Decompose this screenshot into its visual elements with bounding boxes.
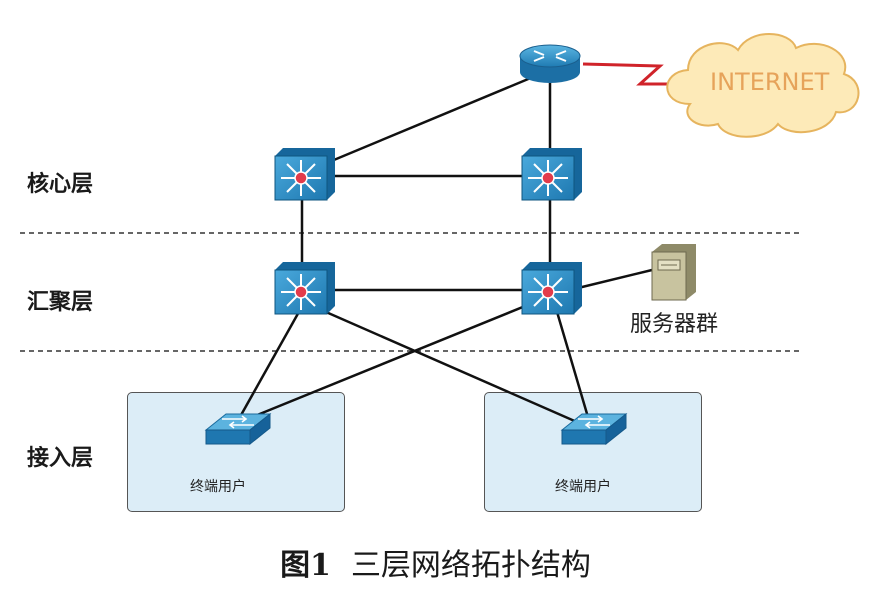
link-aggright-accessleft — [239, 298, 541, 424]
access-box-left — [127, 392, 345, 512]
server-farm-label: 服务器群 — [630, 312, 719, 337]
aggregation-switch-left-icon — [274, 262, 335, 315]
internet-label: INTERNET — [710, 68, 830, 96]
internet-cloud-icon — [666, 33, 860, 138]
core-switch-right-icon — [521, 148, 582, 201]
core-switch-left-icon — [274, 148, 335, 201]
access-switch-right-icon — [560, 412, 628, 446]
aggregation-switch-right-icon — [521, 262, 582, 315]
link-agg-server — [577, 268, 653, 290]
access-box-right — [484, 392, 702, 512]
server-icon — [651, 244, 696, 301]
link-aggleft-accessright — [309, 303, 587, 428]
router-icon — [519, 44, 581, 83]
link-aggright-accessright — [553, 304, 592, 425]
figure-caption: 图1 三层网络拓扑结构 — [0, 540, 871, 584]
access-right-label: 终端用户 — [555, 479, 611, 495]
wan-link — [582, 62, 688, 86]
layer-label-core: 核心层 — [27, 172, 94, 197]
link-router-core-left — [304, 70, 546, 174]
access-switch-left-icon — [204, 412, 272, 446]
figure-title: 三层网络拓扑结构 — [350, 548, 591, 583]
link-aggleft-accessleft — [234, 309, 302, 425]
figure-number: 图1 — [280, 548, 331, 583]
layer-label-aggregation: 汇聚层 — [27, 290, 94, 315]
layer-label-access: 接入层 — [27, 446, 94, 471]
access-left-label: 终端用户 — [190, 479, 246, 495]
